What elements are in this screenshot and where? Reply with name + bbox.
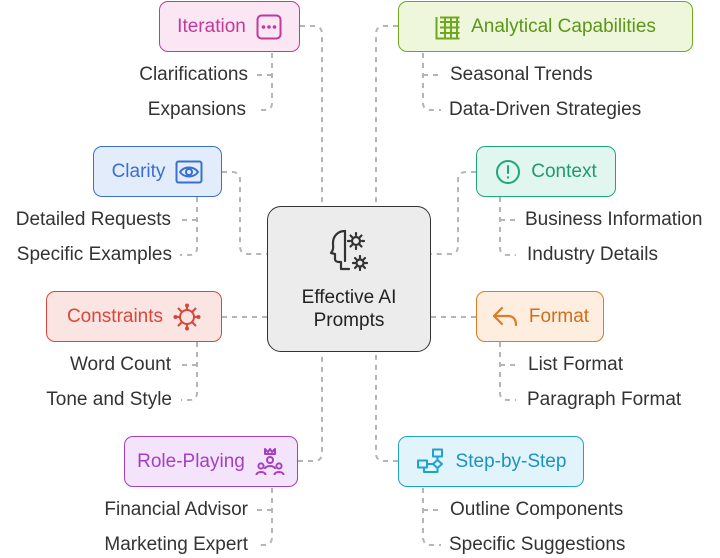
central-title-line1: Effective AI: [301, 286, 397, 308]
connector-clarity-items: [180, 197, 198, 256]
analytical-item-2: Data-Driven Strategies: [449, 99, 642, 120]
flowchart-icon: [416, 448, 446, 476]
connector-context-items: [499, 197, 516, 256]
node-constraints: Constraints: [46, 291, 222, 342]
context-item-2: Industry Details: [527, 244, 658, 265]
node-context: Context: [476, 146, 616, 197]
node-analytical-label: Analytical Capabilities: [471, 15, 656, 37]
node-iteration-label: Iteration: [177, 15, 246, 37]
connector-analytical: [375, 25, 398, 206]
central-topic: Effective AI Prompts: [267, 206, 431, 352]
people-crown-icon: [255, 447, 285, 477]
connector-iteration-items: [256, 53, 273, 111]
clarity-item-1: Detailed Requests: [15, 209, 171, 230]
context-item-1: Business Information: [525, 209, 703, 230]
node-step-by-step-label: Step-by-Step: [455, 450, 567, 472]
constraints-item-1: Word Count: [69, 354, 171, 375]
step-by-step-item-2: Specific Suggestions: [449, 534, 626, 555]
node-role-playing: Role-Playing: [124, 436, 298, 487]
alert-circle-icon: [495, 159, 521, 185]
constraints-item-2: Tone and Style: [46, 389, 172, 410]
node-step-by-step: Step-by-Step: [398, 436, 584, 487]
clarity-item-2: Specific Examples: [16, 244, 172, 265]
format-item-2: Paragraph Format: [527, 389, 682, 410]
head-gear-icon: [327, 227, 371, 280]
role-playing-item-2: Marketing Expert: [104, 534, 248, 555]
connector-iteration: [300, 25, 323, 206]
undo-arrow-icon: [491, 305, 519, 329]
connector-role-playing: [298, 352, 323, 462]
connector-analytical-items: [422, 53, 441, 111]
node-role-playing-label: Role-Playing: [137, 450, 245, 472]
node-clarity-label: Clarity: [111, 160, 166, 182]
connector-clarity: [222, 171, 267, 255]
iteration-item-2: Expansions: [147, 99, 246, 120]
role-playing-item-1: Financial Advisor: [104, 499, 248, 520]
virus-icon: [173, 303, 201, 331]
node-format: Format: [476, 291, 604, 342]
node-format-label: Format: [528, 305, 590, 327]
node-constraints-label: Constraints: [66, 305, 164, 327]
connector-context: [431, 171, 476, 255]
connector-step-by-step-items: [422, 488, 441, 546]
spreadsheet-icon: [435, 14, 461, 40]
step-by-step-item-1: Outline Components: [450, 499, 624, 520]
analytical-item-1: Seasonal Trends: [450, 64, 593, 85]
node-analytical-capabilities: Analytical Capabilities: [398, 1, 693, 52]
node-iteration: Iteration: [159, 1, 300, 52]
connector-step-by-step: [375, 352, 398, 462]
central-title-line2: Prompts: [313, 309, 385, 331]
node-context-label: Context: [531, 160, 597, 182]
iteration-item-1: Clarifications: [139, 64, 248, 85]
format-item-1: List Format: [528, 354, 624, 375]
node-clarity: Clarity: [93, 146, 222, 197]
connector-format-items: [499, 342, 516, 401]
connector-constraints-items: [181, 342, 198, 401]
connector-role-playing-items: [256, 488, 273, 546]
eye-icon: [175, 160, 203, 184]
dots-icon: [256, 14, 282, 40]
